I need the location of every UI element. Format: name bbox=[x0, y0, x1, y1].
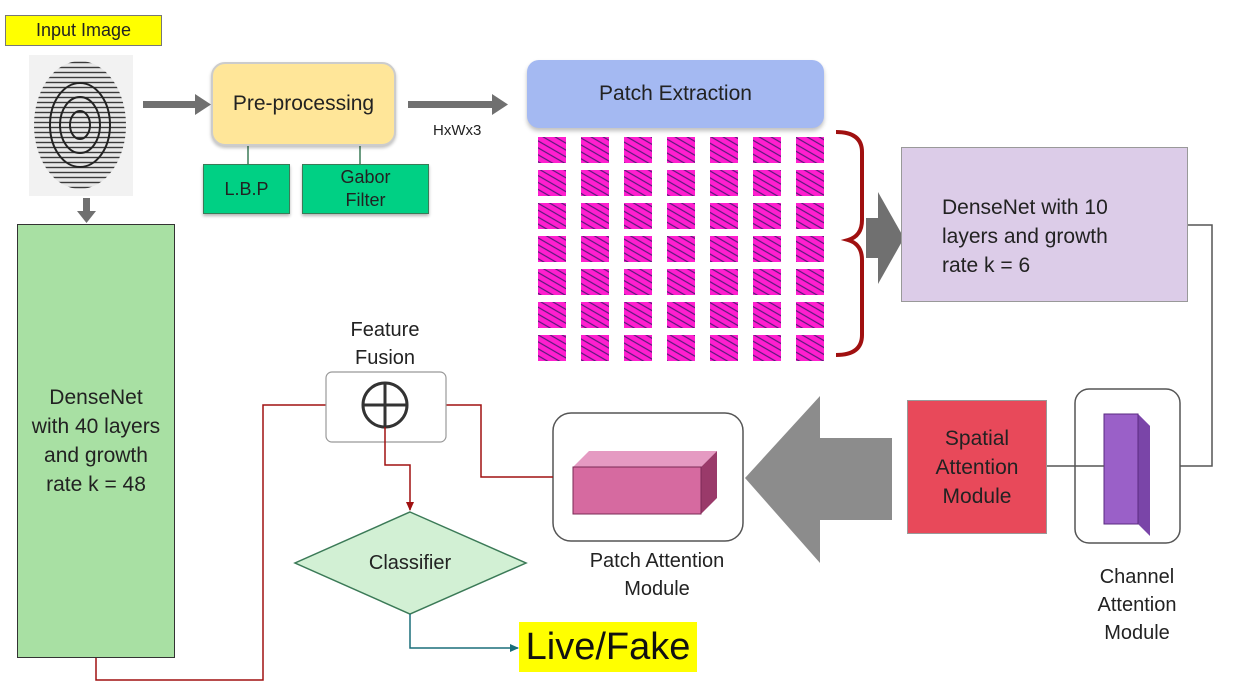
arrow-patch-attention-to-fusion bbox=[418, 401, 553, 478]
patch-tile bbox=[667, 335, 695, 361]
arrow-input-to-preprocessing bbox=[143, 94, 211, 115]
patch-tile bbox=[538, 236, 566, 262]
patch-tile bbox=[538, 302, 566, 328]
patch-tile bbox=[796, 203, 824, 229]
patch-tile bbox=[753, 137, 781, 163]
patch-tile bbox=[624, 269, 652, 295]
classifier-label: Classifier bbox=[368, 551, 452, 574]
patch-tile bbox=[581, 170, 609, 196]
feature-fusion-label: Feature Fusion bbox=[350, 319, 420, 369]
patch-tile bbox=[667, 269, 695, 295]
patch-tile bbox=[710, 236, 738, 262]
patch-tile bbox=[581, 137, 609, 163]
patch-tile bbox=[796, 170, 824, 196]
patch-tile bbox=[796, 269, 824, 295]
patch-tile bbox=[581, 203, 609, 229]
patch-tile bbox=[753, 302, 781, 328]
patch-tile bbox=[710, 269, 738, 295]
arrow-classifier-to-output bbox=[409, 614, 519, 652]
patch-tile bbox=[710, 137, 738, 163]
patch-extraction-box: Patch Extraction bbox=[527, 60, 824, 128]
patch-tile bbox=[710, 335, 738, 361]
patch-tile bbox=[624, 302, 652, 328]
patch-tile bbox=[753, 269, 781, 295]
patch-tile bbox=[753, 335, 781, 361]
patch-tile bbox=[538, 203, 566, 229]
patch-tile bbox=[710, 203, 738, 229]
densenet40-box: DenseNet with 40 layers and growth rate … bbox=[17, 224, 175, 658]
dimension-label: HxWx3 bbox=[433, 122, 482, 139]
patch-tile bbox=[538, 335, 566, 361]
output-label: Live/Fake bbox=[519, 622, 697, 672]
preprocessing-box: Pre-processing bbox=[211, 62, 396, 146]
patch-tile bbox=[581, 335, 609, 361]
patch-tile bbox=[581, 302, 609, 328]
densenet10-box: DenseNet with 10 layers and growth rate … bbox=[901, 147, 1188, 302]
patch-tile bbox=[753, 203, 781, 229]
patch-tile bbox=[624, 236, 652, 262]
patch-tile bbox=[753, 236, 781, 262]
patch-tile bbox=[581, 236, 609, 262]
fingerprint-image bbox=[29, 55, 133, 196]
patch-tile bbox=[667, 170, 695, 196]
patch-tile bbox=[624, 137, 652, 163]
arrow-patches-to-densenet10 bbox=[866, 192, 904, 284]
arrow-preprocessing-to-patch bbox=[408, 94, 508, 115]
patch-tile bbox=[667, 203, 695, 229]
patch-tile bbox=[538, 137, 566, 163]
patch-tile bbox=[624, 335, 652, 361]
patch-attention-cube bbox=[572, 451, 717, 515]
arrow-spatial-to-patch-attention bbox=[745, 396, 892, 563]
patch-tile bbox=[710, 302, 738, 328]
patch-tile bbox=[667, 236, 695, 262]
patch-tile bbox=[667, 137, 695, 163]
patch-tile bbox=[710, 170, 738, 196]
patch-tile bbox=[796, 302, 824, 328]
patch-tile bbox=[624, 170, 652, 196]
patch-tile bbox=[581, 269, 609, 295]
patch-attention-label: Patch Attention Module bbox=[589, 550, 725, 600]
patch-tile bbox=[796, 137, 824, 163]
input-image-label: Input Image bbox=[5, 15, 162, 46]
arrow-densenet10-to-channel bbox=[1151, 224, 1213, 470]
fusion-plus-icon bbox=[361, 381, 409, 429]
preprocessing-connectors bbox=[247, 146, 361, 164]
arrow-fusion-to-classifier bbox=[384, 427, 414, 511]
arrow-input-to-densenet40 bbox=[77, 198, 96, 223]
patch-tile bbox=[667, 302, 695, 328]
patch-grid bbox=[538, 137, 824, 361]
patch-tile bbox=[538, 170, 566, 196]
curly-brace bbox=[835, 130, 864, 357]
patch-tile bbox=[624, 203, 652, 229]
channel-attention-cube bbox=[1103, 413, 1150, 536]
lbp-box: L.B.P bbox=[203, 164, 290, 214]
gabor-filter-box: Gabor Filter bbox=[302, 164, 429, 214]
spatial-attention-box: Spatial Attention Module bbox=[907, 400, 1047, 534]
arrow-densenet40-to-fusion bbox=[95, 401, 361, 681]
patch-tile bbox=[796, 236, 824, 262]
channel-attention-label: Channel Attention Module bbox=[1097, 566, 1177, 644]
patch-tile bbox=[538, 269, 566, 295]
patch-tile bbox=[753, 170, 781, 196]
patch-tile bbox=[796, 335, 824, 361]
